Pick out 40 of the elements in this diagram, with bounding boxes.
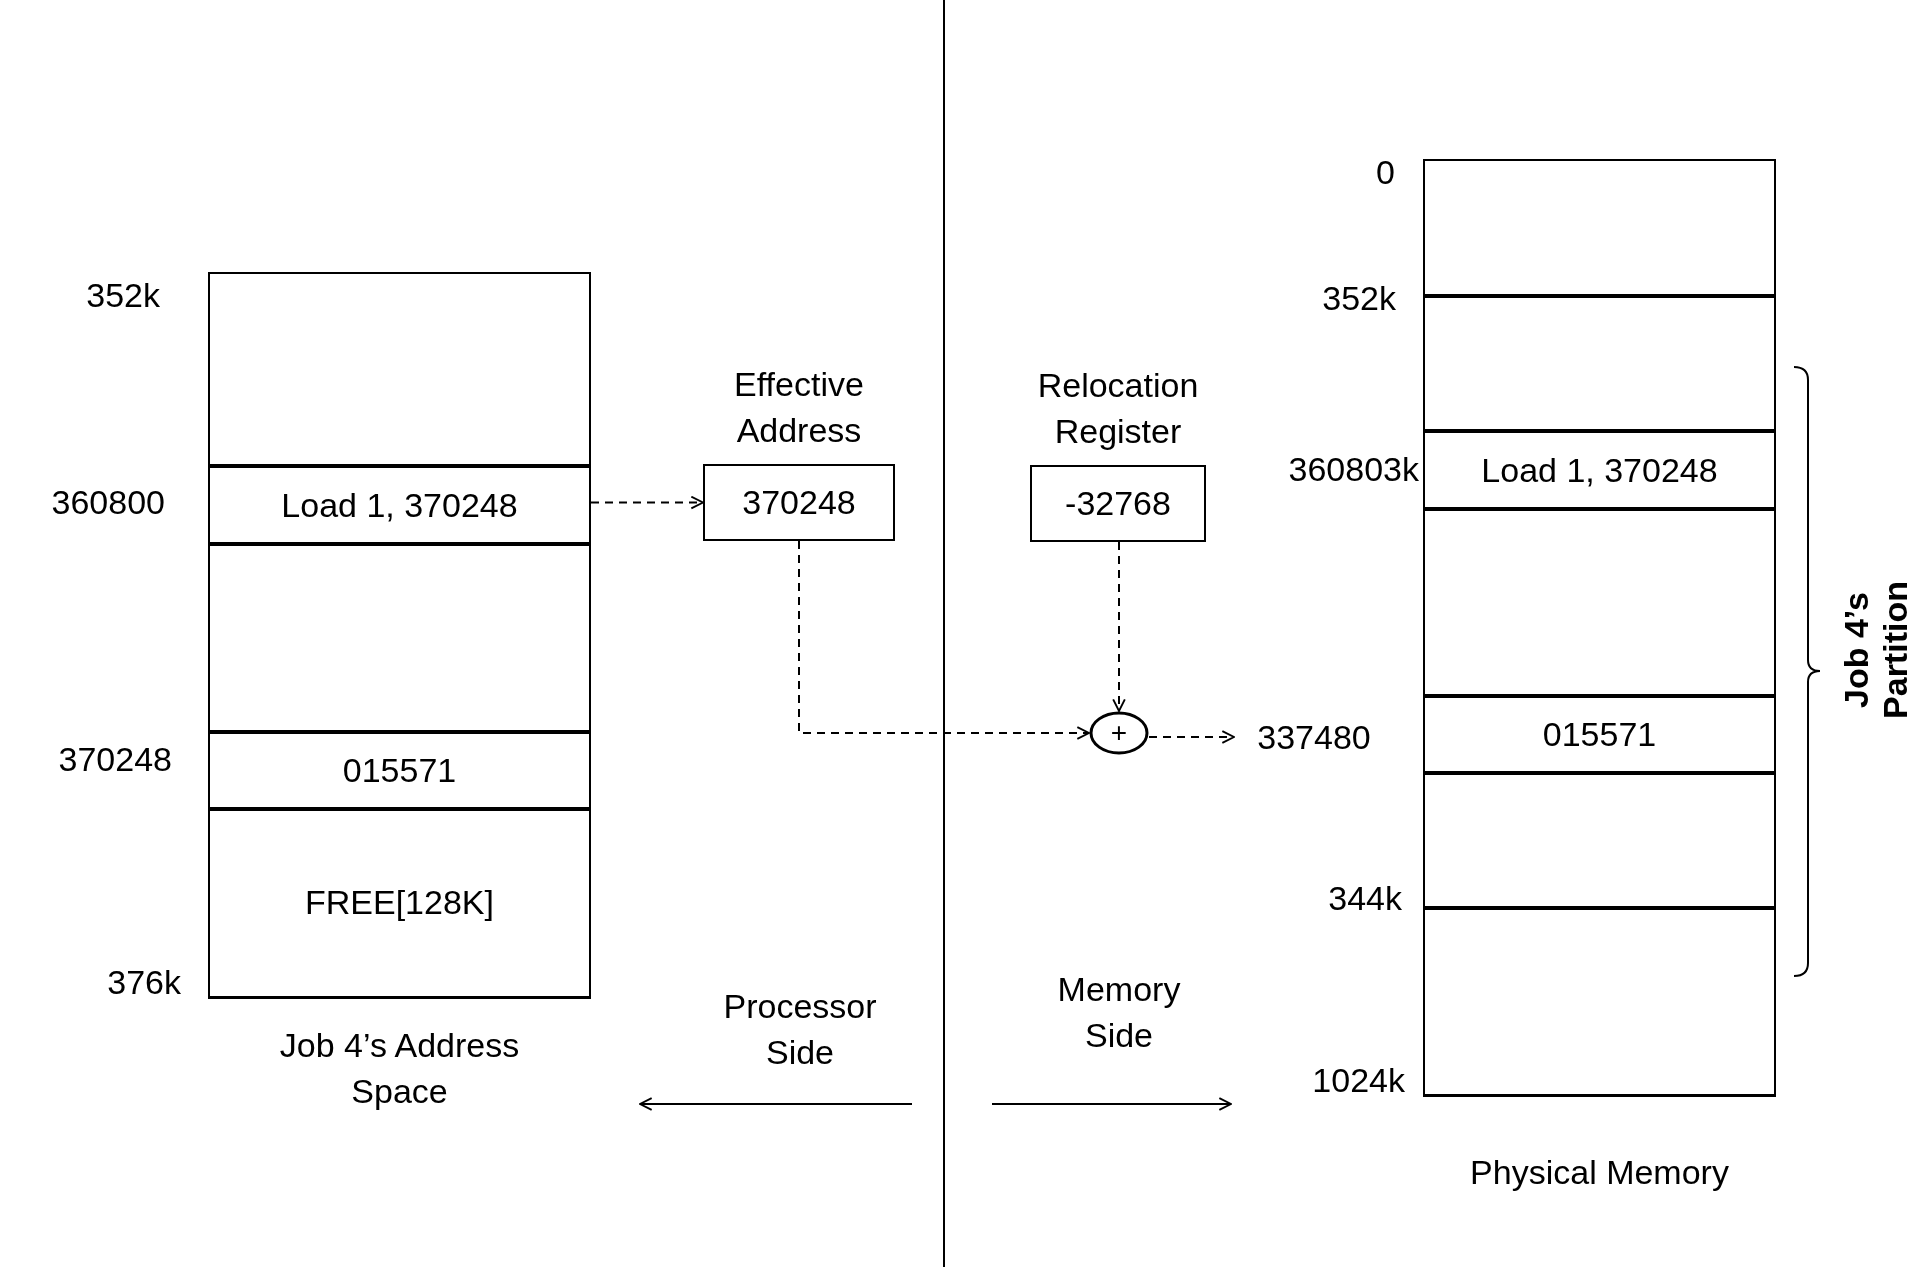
memory-segment bbox=[208, 542, 591, 734]
memory-segment bbox=[1423, 507, 1776, 698]
segment-text: Load 1, 370248 bbox=[281, 485, 518, 525]
memory-segment bbox=[208, 807, 591, 998]
segment-text: Load 1, 370248 bbox=[1481, 450, 1718, 490]
register-value: 370248 bbox=[742, 483, 856, 522]
memory-segment bbox=[1423, 906, 1776, 1096]
memory-segment bbox=[208, 464, 591, 546]
plus-sign: + bbox=[1110, 717, 1128, 749]
address-label: 360800 bbox=[51, 482, 165, 524]
address-label: 0 bbox=[1376, 152, 1395, 194]
adder-circle bbox=[1089, 711, 1149, 755]
side-label: Memory Side bbox=[1056, 969, 1182, 1056]
memory-segment bbox=[1423, 294, 1776, 433]
memory-segment bbox=[1423, 771, 1776, 910]
segment-text: 015571 bbox=[1542, 715, 1657, 754]
address-value: 337480 bbox=[1257, 717, 1371, 757]
address-label: 352k bbox=[86, 275, 160, 317]
address-label: 370248 bbox=[58, 739, 172, 781]
address-label: 360803k bbox=[1288, 449, 1419, 491]
address-label: 376k bbox=[107, 962, 181, 1004]
address-label: 1024k bbox=[1312, 1060, 1405, 1102]
arrow bbox=[590, 495, 704, 510]
register-value: -32768 bbox=[1065, 484, 1171, 523]
stack-caption: Job 4’s Address Space bbox=[279, 1025, 520, 1112]
memory-segment bbox=[208, 730, 591, 811]
arrow bbox=[1112, 541, 1126, 712]
arrow bbox=[798, 540, 1090, 740]
address-label: 352k bbox=[1322, 278, 1396, 320]
partition-label: Job 4’s Partition bbox=[1836, 580, 1915, 721]
register-title: Effective Address bbox=[733, 364, 865, 452]
arrow bbox=[1148, 730, 1235, 744]
memory-segment bbox=[1423, 694, 1776, 775]
side-label: Processor Side bbox=[722, 986, 878, 1073]
segment-text: FREE[128K] bbox=[305, 883, 494, 922]
memory-segment bbox=[1423, 429, 1776, 511]
stack-caption: Physical Memory bbox=[1470, 1152, 1729, 1193]
register-title: Relocation Register bbox=[1036, 365, 1200, 453]
address-label: 344k bbox=[1328, 878, 1402, 920]
segment-text: 015571 bbox=[342, 751, 457, 790]
